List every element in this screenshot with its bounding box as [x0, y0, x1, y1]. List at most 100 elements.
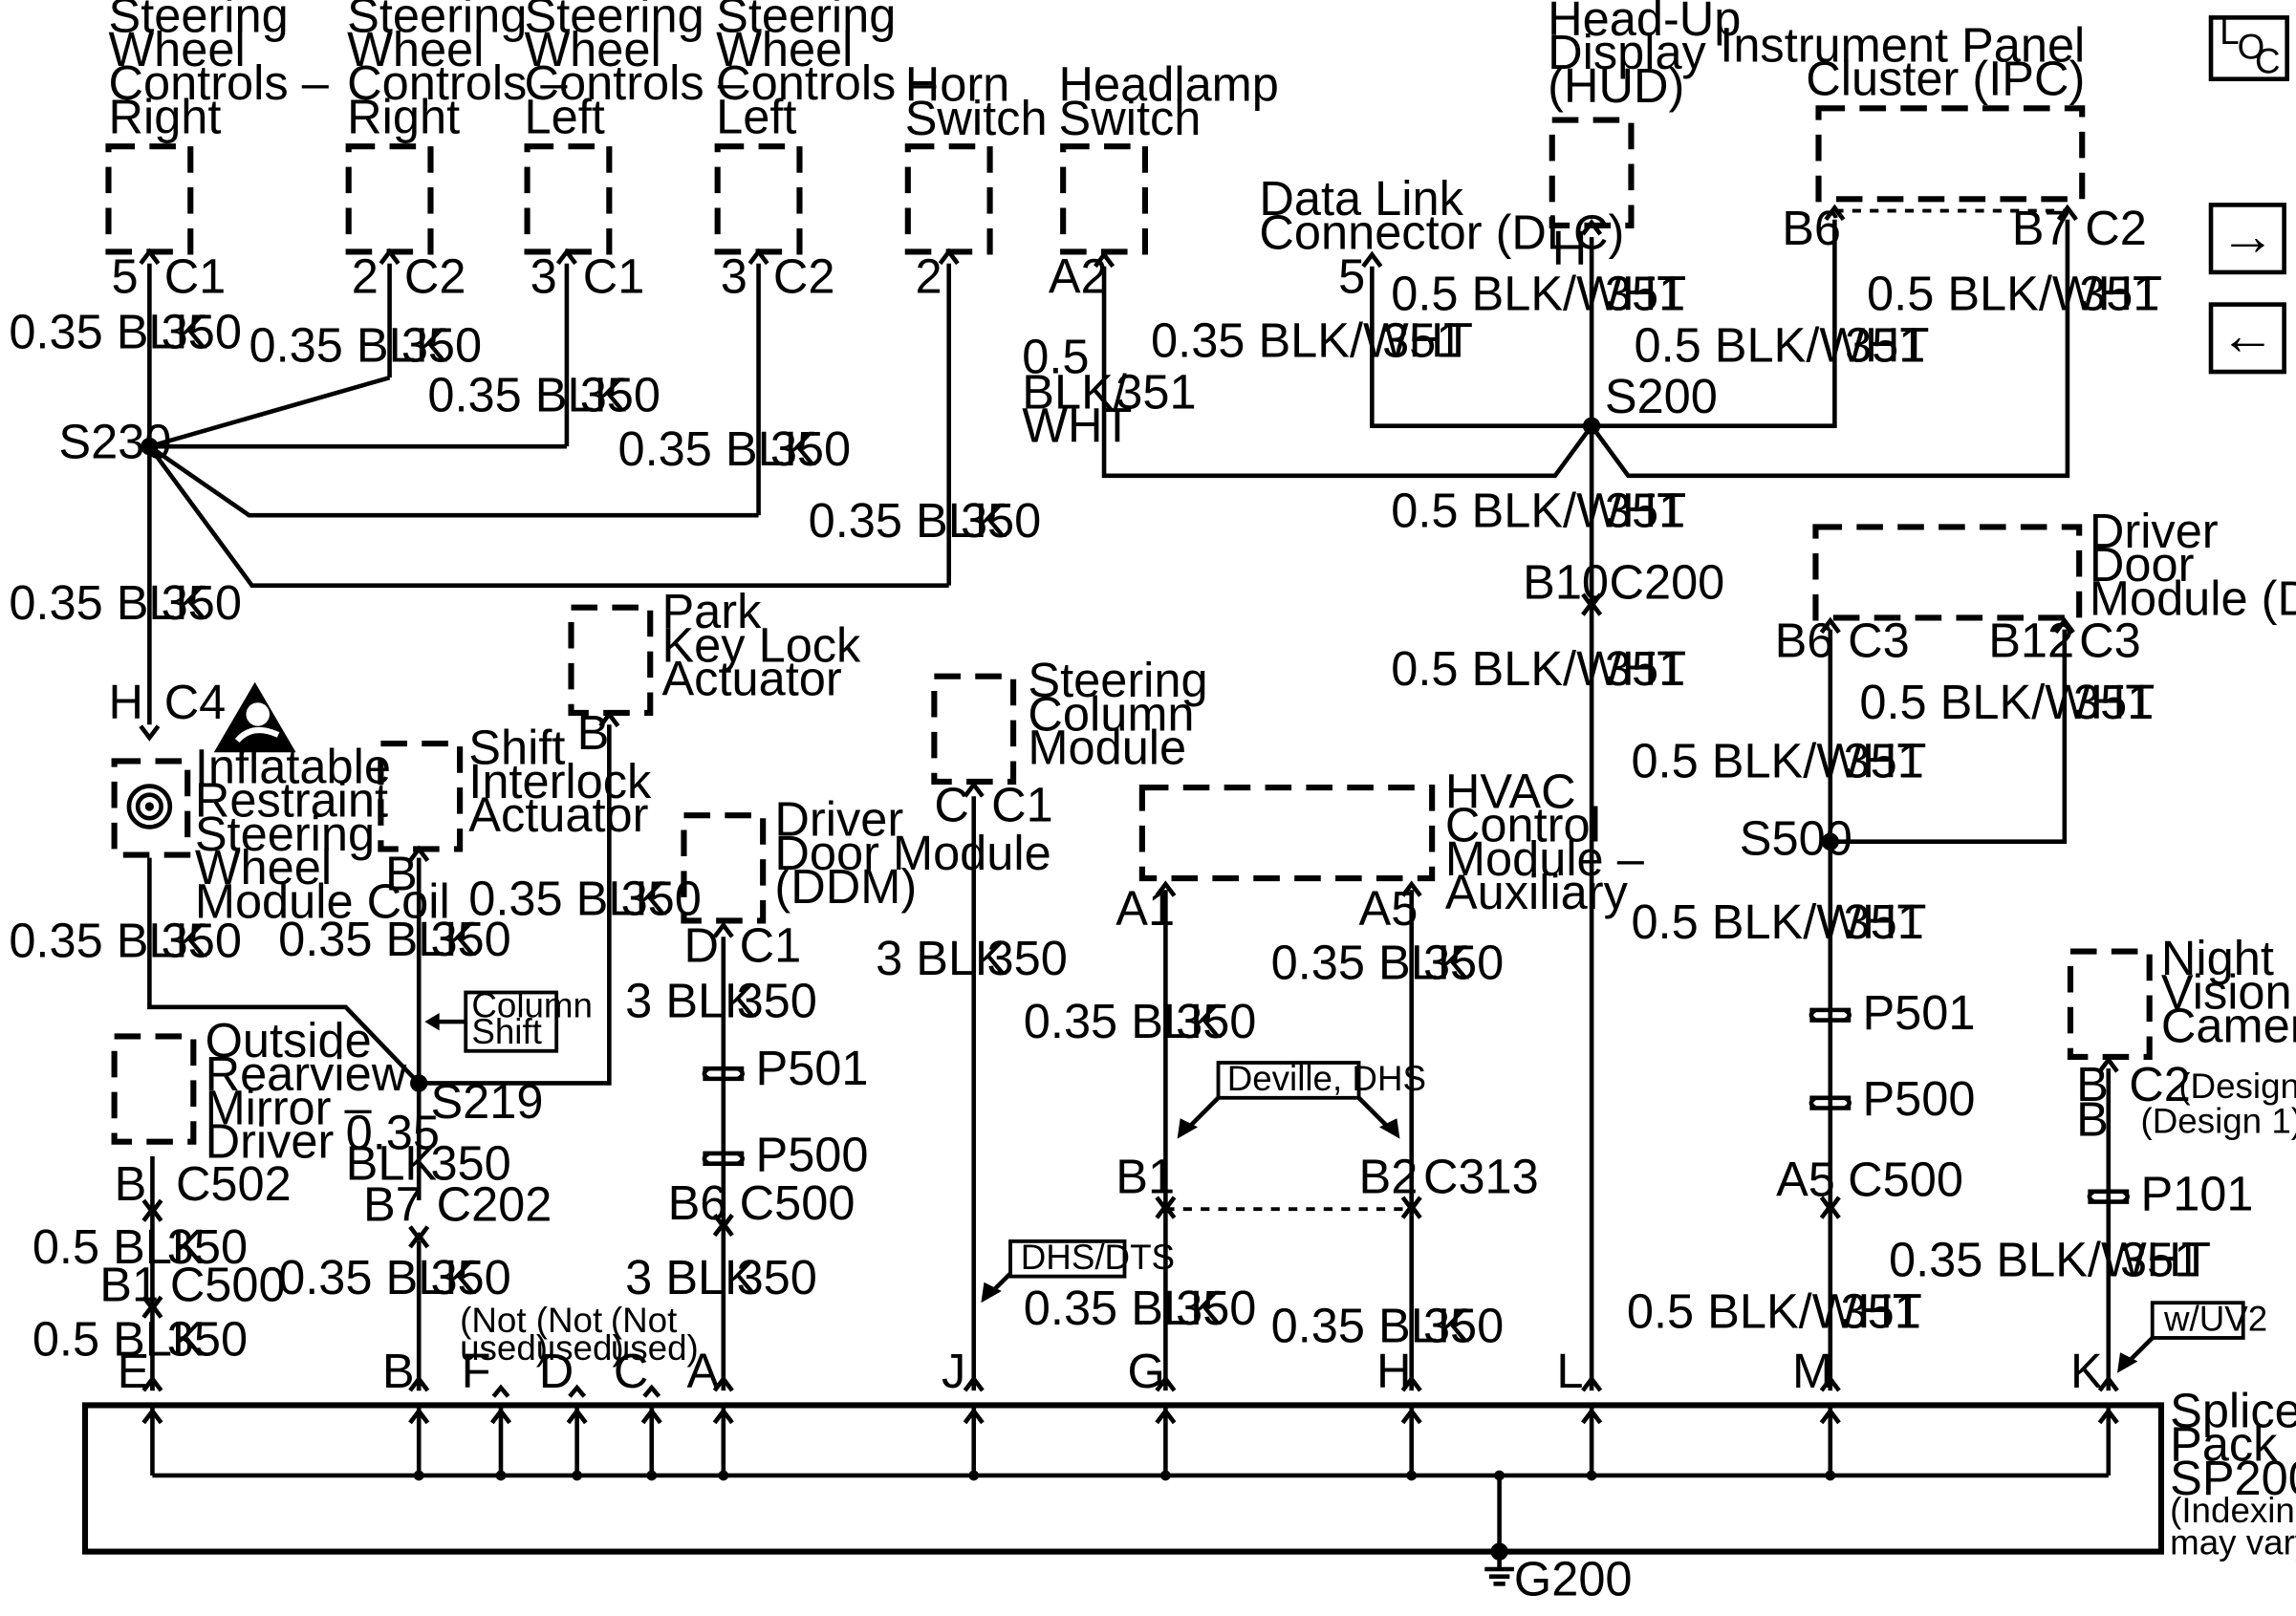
note-dhs-dts-text: DHS/DTS [1021, 1238, 1175, 1277]
w035blk-label: 0.35 BLK [9, 914, 207, 968]
night-vision-label: Vision [2161, 964, 2292, 1019]
p-b12-label: B12 [1988, 614, 2074, 668]
p-d-label: D [683, 917, 719, 972]
airbag-coil-label: Module Coil [195, 873, 450, 928]
p-h-label: H [1376, 1344, 1412, 1398]
p-design2-label: (Design 2) [2178, 1067, 2296, 1106]
coil-spiral-icon [126, 784, 173, 830]
p-3-label: 3 [531, 248, 557, 303]
next-arrow-glyph: → [2220, 205, 2275, 268]
w035blk-label: 0.35 BLK [278, 1250, 477, 1304]
p-c502-label: C502 [176, 1156, 292, 1211]
p-c3-label: C3 [2079, 614, 2141, 668]
p-b10-label: B10 [1523, 554, 1609, 609]
s230-label: S230 [58, 414, 171, 468]
w035blk-label: 0.35 BLK [1271, 1299, 1470, 1353]
not-used-label: used) [611, 1328, 699, 1368]
p-e-label: E [118, 1344, 150, 1398]
wires [147, 208, 2112, 1391]
shift-interlock-label: Interlock [468, 754, 652, 808]
airbag-warning-icon [213, 681, 296, 753]
w035blk-label: 0.35 BLK [1271, 936, 1470, 990]
splice-pack [81, 1375, 2165, 1586]
p-b7-label: B7 [2012, 201, 2071, 255]
airbag-coil-label: Steering [195, 807, 375, 861]
w05blkwht-label: 0.5 BLK/WHT [1391, 267, 1686, 321]
p501-label: P501 [756, 1041, 869, 1095]
w035-label: 0.35 [346, 1105, 440, 1159]
p-b1-label: B1 [1116, 1149, 1175, 1203]
w05blkwht-label: 0.5 BLK/WHT [1635, 317, 1930, 372]
ddm-left-label: (DDM) [774, 859, 917, 914]
swc-right-c1-label: Controls – [108, 55, 329, 110]
c351-label: 351 [1845, 317, 1925, 372]
w035blkwht-label: 0.35 BLK/WHT [1889, 1233, 2211, 1287]
horn-label: Horn [905, 57, 1010, 112]
steering-column-label: Module [1028, 721, 1186, 775]
prev-arrow-icon[interactable]: ← [2208, 302, 2286, 375]
hvac-label: Control [1445, 798, 1601, 852]
p-c2-label: C2 [2129, 1057, 2191, 1111]
w035blkwht-label: 0.35 BLK/WHT [1151, 313, 1473, 368]
p500-label: P500 [1862, 1071, 1975, 1126]
p-c500-label: C500 [1848, 1152, 1963, 1206]
c351-label: 351 [2079, 267, 2159, 321]
note-wuv2-text: w/UV2 [2163, 1299, 2267, 1338]
c351-label: 351 [1605, 267, 1685, 321]
next-arrow-icon[interactable]: → [2208, 203, 2286, 275]
wwht-label: WHT [1022, 399, 1132, 453]
ddm-left-box [681, 812, 767, 924]
headlamp-label: Switch [1059, 91, 1202, 145]
c350-label: 350 [1423, 936, 1504, 990]
ipc-box [1815, 105, 2086, 203]
c350-label: 350 [1176, 994, 1256, 1048]
swc-right-c2-label: Controls – [347, 55, 568, 110]
p501-label: P501 [1862, 985, 1975, 1040]
w035blk-label: 0.35 BLK [1024, 994, 1223, 1048]
p-c2-label: C2 [773, 248, 835, 303]
park-lock-label: Actuator [661, 652, 841, 706]
p-c-label: C [614, 1344, 648, 1398]
airbag-coil-box [111, 758, 191, 858]
p-b7-label: B7 [363, 1176, 422, 1231]
c350-label: 350 [162, 914, 242, 968]
p-b6-label: B6 [1782, 201, 1841, 255]
s219-label: S219 [430, 1074, 543, 1129]
p-a5-label: A5 [1776, 1152, 1835, 1206]
shift-interlock-label: Actuator [468, 787, 648, 842]
hud-label: (HUD) [1548, 58, 1684, 113]
not-used-label: used) [536, 1328, 624, 1368]
w035blk-label: 0.35 BLK [1024, 1281, 1223, 1335]
p-5-label: 5 [112, 248, 139, 303]
park-lock-label: Park [661, 584, 762, 638]
swc-left-c1-label: Left [524, 89, 604, 143]
p-c1-label: C1 [991, 777, 1053, 831]
p-h-label: H [108, 675, 143, 729]
c350-label: 350 [167, 1311, 248, 1366]
splice-note-label: may vary) [2170, 1523, 2296, 1562]
c350-label: 350 [167, 1219, 248, 1274]
p-2-label: 2 [352, 248, 379, 303]
p-a1-label: A1 [1116, 881, 1175, 936]
loc-icon[interactable]: L O C [2208, 12, 2289, 82]
p-m-label: M [1792, 1344, 1832, 1398]
swc-right-c1-label: Wheel [108, 22, 245, 76]
c350-label: 350 [770, 421, 851, 476]
p-c1-label: C1 [164, 248, 227, 303]
ddm-right-label: Driver [2090, 504, 2219, 558]
hud-label: Head-Up [1548, 0, 1741, 46]
shift-interlock-box [378, 741, 464, 852]
p-b-label: B [382, 1344, 415, 1398]
p-j-label: J [942, 1344, 965, 1398]
shift-interlock-label: Shift [468, 721, 565, 775]
p-c202-label: C202 [437, 1176, 552, 1231]
headlamp-switch-box [1060, 143, 1148, 255]
p-b6-label: B6 [668, 1175, 727, 1230]
w035blk-label: 0.35 BLK [278, 912, 477, 966]
w05-label: 0.5 [1022, 330, 1089, 384]
dlc-label: Connector (DLC) [1259, 205, 1624, 259]
c351-label: 351 [2120, 1233, 2200, 1287]
note-column-shift-line2: Shift [471, 1012, 542, 1051]
p-b-label: B [577, 705, 610, 760]
